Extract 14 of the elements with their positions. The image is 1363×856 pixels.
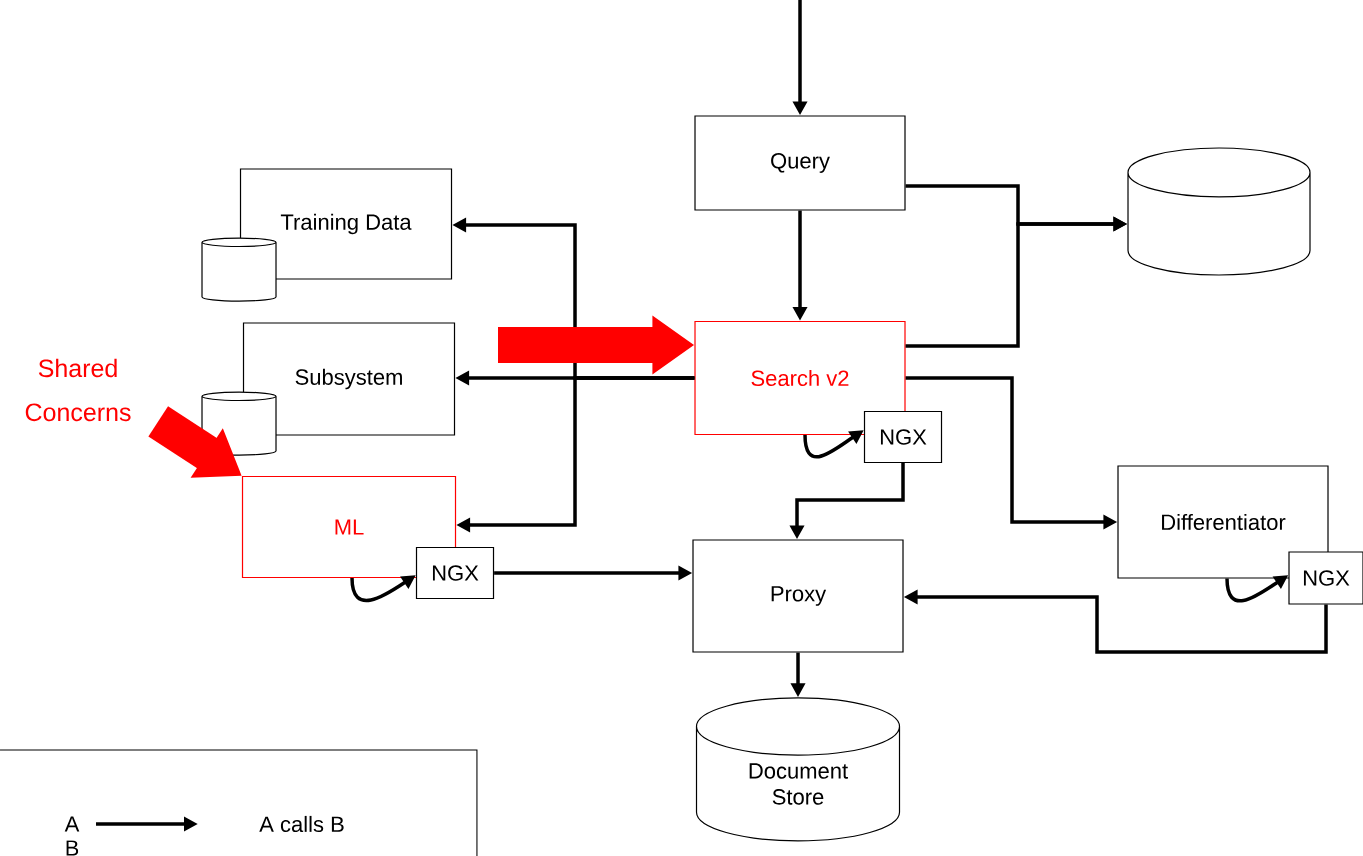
proxy-box: NGX [415, 546, 495, 600]
legend-text: A calls B [259, 815, 344, 833]
callout-text: Shared Concerns [25, 358, 131, 422]
process-box: Training Data [239, 168, 453, 280]
database-cylinder: Document Store [695, 697, 901, 842]
proxy-box: NGX [1288, 551, 1363, 605]
database-cylinder [1127, 147, 1311, 276]
proxy-box: NGX [863, 410, 943, 464]
process-box: Proxy [692, 539, 904, 653]
process-box: Query [694, 115, 906, 211]
process-box: Subsystem [242, 322, 456, 436]
legend-text: B [66, 840, 79, 856]
database-cylinder [201, 237, 277, 302]
legend-text: A [64, 816, 80, 832]
